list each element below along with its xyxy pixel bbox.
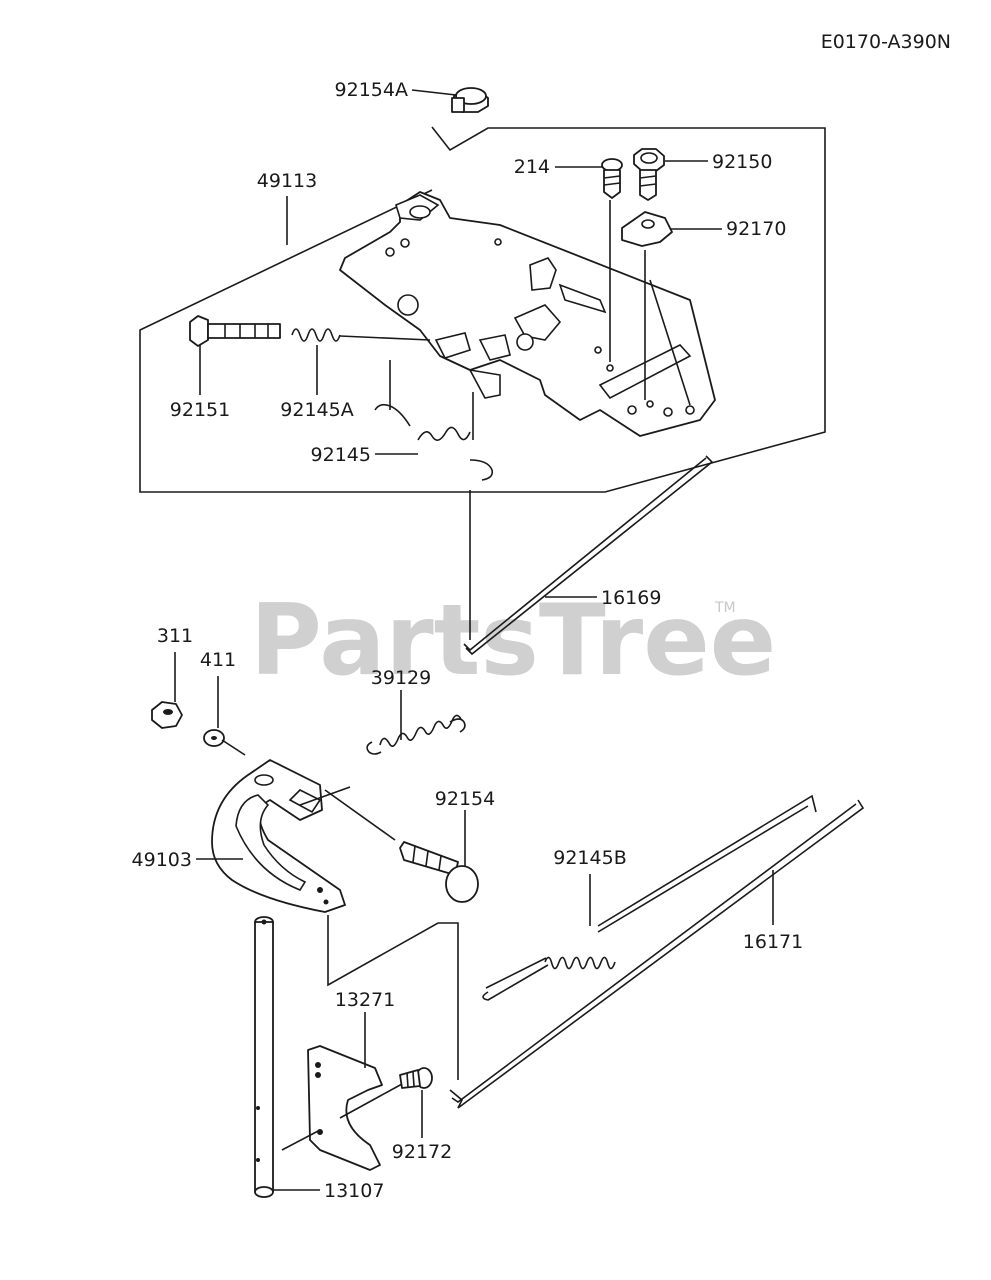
label-311[interactable]: 311 (157, 625, 193, 647)
label-92145[interactable]: 92145 (311, 444, 371, 466)
label-16169[interactable]: 16169 (601, 587, 661, 609)
label-92172[interactable]: 92172 (392, 1141, 452, 1163)
label-92150[interactable]: 92150 (712, 151, 772, 173)
label-92151[interactable]: 92151 (170, 399, 230, 421)
watermark: PartsTree TM (250, 584, 776, 698)
nut-311-part[interactable] (151, 701, 183, 729)
label-16171[interactable]: 16171 (743, 931, 803, 953)
label-92154A[interactable]: 92154A (335, 79, 408, 101)
spring-92145A-part[interactable] (291, 328, 431, 342)
rod-16171-part[interactable] (449, 799, 865, 1109)
leader-13271-to-shaft (281, 1129, 321, 1151)
diagram-code: E0170-A390N (821, 31, 951, 53)
spring-92145B-part[interactable] (482, 794, 817, 1001)
washer-411-part[interactable] (203, 729, 225, 747)
spring-39129-part[interactable] (366, 714, 466, 755)
pin-92154-part[interactable] (399, 841, 479, 903)
label-92170[interactable]: 92170 (726, 218, 786, 240)
label-13271[interactable]: 13271 (335, 989, 395, 1011)
label-214[interactable]: 214 (514, 156, 550, 178)
clamp-92170-part[interactable] (621, 211, 673, 247)
label-49113[interactable]: 49113 (257, 170, 317, 192)
label-39129[interactable]: 39129 (371, 667, 431, 689)
screw-92172-part[interactable] (399, 1067, 433, 1089)
group-outline-49113 (139, 126, 826, 493)
bolt-92151-part[interactable] (189, 315, 281, 347)
leader-411-to-lever (221, 739, 246, 756)
spring-92145-part[interactable] (374, 360, 494, 481)
label-411[interactable]: 411 (200, 649, 236, 671)
leader-92154A (411, 89, 457, 96)
label-49103[interactable]: 49103 (132, 849, 192, 871)
lever-49103-part[interactable] (211, 759, 346, 913)
watermark-text: PartsTree (250, 584, 776, 698)
leader-49103-to-pin (324, 789, 396, 841)
bolt-92150-part[interactable] (633, 148, 665, 201)
control-plate-49113-part[interactable] (339, 191, 716, 437)
leader-92172-to-bracket (339, 1083, 403, 1119)
label-92145A[interactable]: 92145A (280, 399, 353, 421)
label-13107[interactable]: 13107 (324, 1180, 384, 1202)
leader-49103-to-spring (299, 786, 351, 806)
bracket-13271-part[interactable] (307, 1045, 383, 1171)
watermark-trademark: TM (714, 600, 736, 616)
screw-214-part[interactable] (601, 158, 623, 199)
leader-92170-to-plate-2 (649, 279, 691, 406)
bolt-92154A-part[interactable] (451, 87, 489, 113)
shaft-13107-part[interactable] (254, 916, 274, 1198)
label-92154[interactable]: 92154 (435, 788, 495, 810)
leader-13271-frame (327, 915, 459, 1080)
rod-16169-part[interactable] (463, 455, 714, 656)
label-92145B[interactable]: 92145B (553, 847, 626, 869)
